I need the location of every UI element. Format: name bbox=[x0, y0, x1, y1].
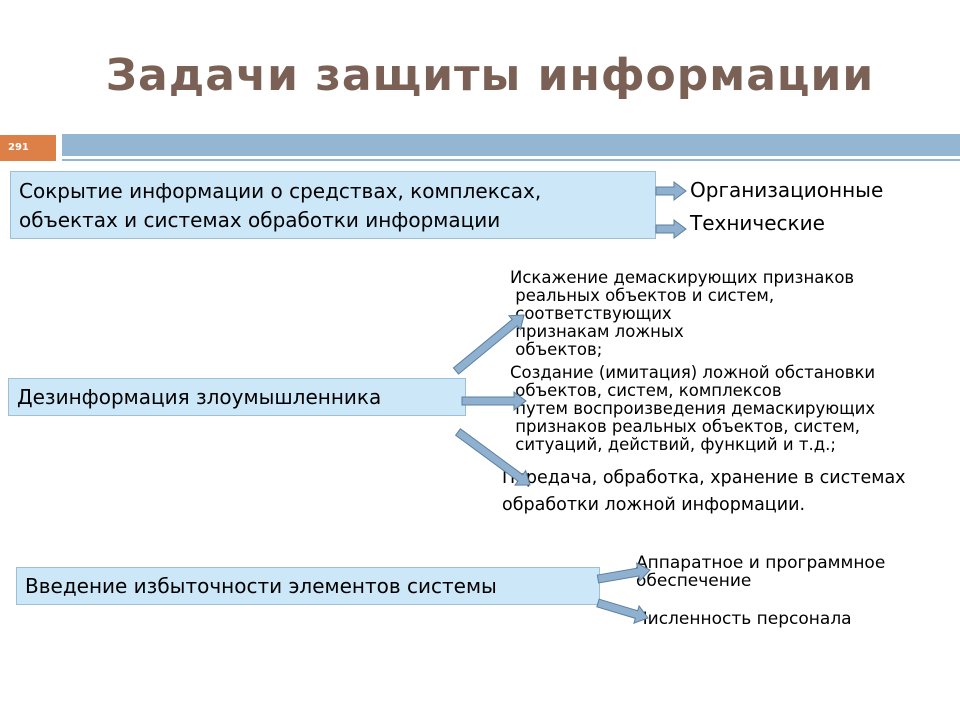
arrow-to-hardware-software bbox=[596, 562, 651, 584]
technical-label: Технические bbox=[690, 211, 825, 235]
organizational-label: Организационные bbox=[690, 178, 884, 202]
concealment-line-1: Сокрытие информации о средствах, комплек… bbox=[19, 179, 542, 203]
imitation-line-3: путем воспроизведения демаскирующих bbox=[510, 399, 876, 418]
imitation-line-4: признаков реальных объектов, систем, bbox=[510, 417, 861, 436]
concealment-line-2: объектах и системах обработки информации bbox=[19, 208, 501, 232]
slide-number: 291 bbox=[0, 135, 56, 161]
imitation-line-2: объектов, систем, комплексов bbox=[510, 381, 782, 400]
arrow-to-distortion bbox=[452, 314, 525, 375]
arrow-to-personnel bbox=[596, 598, 649, 624]
header-bar bbox=[62, 134, 960, 156]
arrow-to-false-info bbox=[454, 428, 531, 486]
distortion-line-3: соответствующих bbox=[510, 304, 672, 323]
distortion-line-4: признакам ложных bbox=[510, 322, 684, 341]
imitation-line-5: ситуаций, действий, функций и т.д.; bbox=[510, 435, 836, 454]
arrow-shape bbox=[596, 562, 651, 584]
arrow-shape bbox=[596, 598, 649, 624]
arrow-shape bbox=[655, 181, 687, 201]
false-info-line-2: обработки ложной информации. bbox=[502, 495, 806, 515]
arrow-to-imitation bbox=[461, 391, 527, 411]
false-info-line-1: Передача, обработка, хранение в системах bbox=[502, 468, 906, 488]
distortion-line-1: Искажение демаскирующих признаков bbox=[510, 268, 855, 287]
personnel-label: Численность персонала bbox=[636, 609, 852, 629]
disinformation-box: Дезинформация злоумышленника bbox=[8, 378, 466, 416]
redundancy-box: Введение избыточности элементов системы bbox=[16, 567, 600, 605]
redundancy-label: Введение избыточности элементов системы bbox=[25, 574, 497, 598]
false-info-text: Передача, обработка, хранение в системах… bbox=[502, 465, 906, 519]
arrow-to-technical bbox=[655, 219, 687, 239]
arrow-shape bbox=[655, 219, 687, 239]
distortion-line-2: реальных объектов и систем, bbox=[510, 286, 775, 305]
slide-title: Задачи защиты информации bbox=[105, 50, 875, 101]
arrow-shape bbox=[452, 314, 525, 375]
imitation-text: Создание (имитация) ложной обстановки об… bbox=[510, 364, 875, 454]
distortion-text: Искажение демаскирующих признаков реальн… bbox=[510, 269, 854, 359]
hardware-software-line-2: обеспечение bbox=[636, 571, 752, 591]
distortion-line-5: объектов; bbox=[510, 340, 603, 359]
hardware-software-line-1: Аппаратное и программное bbox=[636, 553, 886, 573]
header-rule bbox=[62, 159, 960, 161]
concealment-box: Сокрытие информации о средствах, комплек… bbox=[10, 171, 656, 239]
imitation-line-1: Создание (имитация) ложной обстановки bbox=[510, 363, 876, 382]
arrow-shape bbox=[461, 391, 527, 411]
arrow-shape bbox=[454, 428, 531, 486]
disinformation-label: Дезинформация злоумышленника bbox=[17, 385, 382, 409]
arrow-to-organizational bbox=[655, 181, 687, 201]
